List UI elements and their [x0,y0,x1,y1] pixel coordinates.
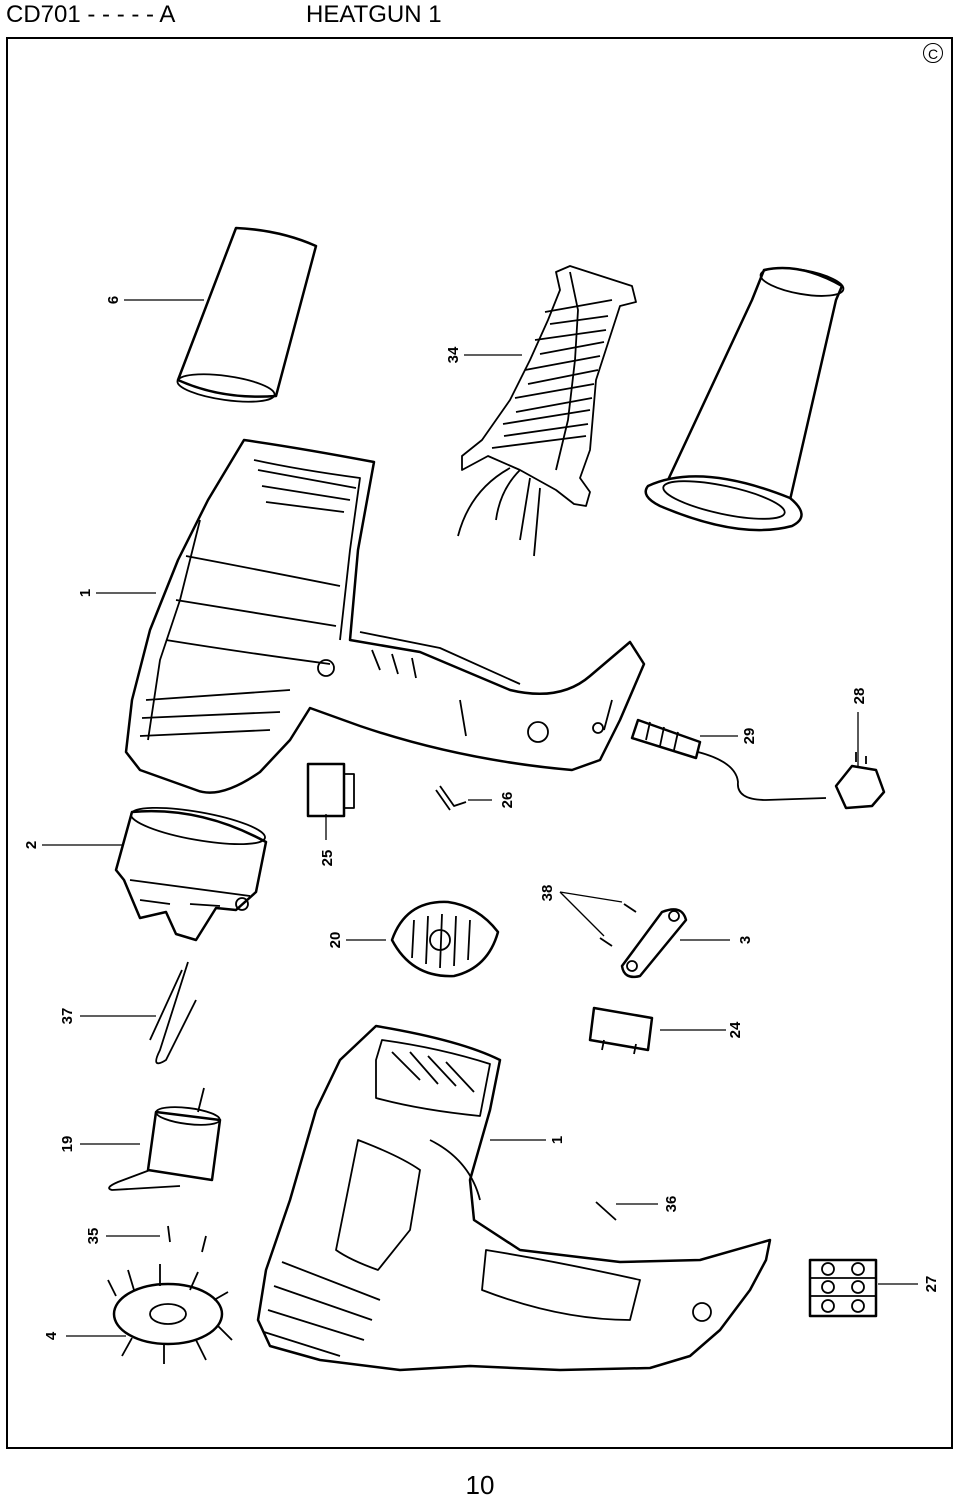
nozzle-cone [644,266,845,532]
part-3-switch-lever [620,908,688,979]
callout-2: 2 [23,841,40,849]
callout-29: 29 [741,728,758,745]
diagram-title: HEATGUN 1 [306,1,442,28]
part-26-clip [435,785,467,811]
part-28-plug [834,752,886,810]
part-20-fan-cover [390,900,500,978]
part-34-heating-element [457,265,637,557]
callout-34: 34 [445,346,462,363]
callout-36: 36 [663,1196,680,1213]
part-19-motor [108,1087,222,1191]
page-number: 10 [465,1470,495,1500]
callout-19: 19 [59,1136,76,1153]
part-1-housing-half-outer [256,1024,772,1372]
part-1-housing-half-inner [124,438,646,794]
part-36-screw [595,1201,617,1221]
callout-28: 28 [851,688,868,705]
part-2-motor-housing [114,806,268,942]
part-29-cord-guard [630,718,827,801]
callout-1-lower: 1 [549,1136,566,1144]
callout-25: 25 [319,850,336,867]
callout-6: 6 [105,296,122,304]
callout-3: 3 [737,936,754,944]
callout-1-upper: 1 [77,589,94,597]
callout-26: 26 [499,792,516,809]
callout-27: 27 [923,1276,940,1293]
diagram-frame: C [6,37,953,1449]
part-25-capacitor [306,762,355,818]
callout-35: 35 [85,1228,102,1245]
callout-37: 37 [59,1008,76,1025]
callout-4: 4 [43,1331,60,1340]
part-38-screws [599,903,637,947]
part-6-nozzle-tube [176,226,318,403]
callout-20: 20 [327,932,344,949]
leader-lines [42,299,918,1337]
callout-38: 38 [539,885,556,902]
part-4-fan [107,1264,233,1364]
callout-labels: 6 34 1 28 29 26 25 2 38 3 20 37 24 19 1 … [23,296,940,1340]
model-number: CD701 - - - - - A [6,1,176,28]
part-24-rocker-switch [588,1006,654,1055]
callout-24: 24 [727,1021,744,1038]
part-27-terminal-block [808,1258,878,1318]
part-35-screws [167,1225,207,1253]
copyright-symbol: C [923,43,943,63]
part-37-bracket [149,961,197,1065]
